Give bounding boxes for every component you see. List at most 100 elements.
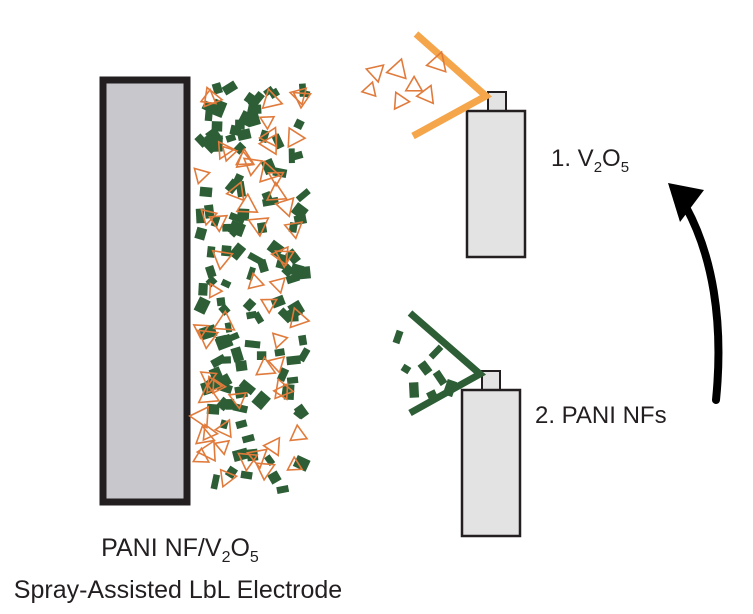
pani-particle [289,263,305,278]
pani-particle [293,118,305,131]
pani-particle [205,275,218,288]
pani-particle [281,263,295,278]
v2o5-particle [385,57,407,80]
pani-particle [442,378,458,398]
v2o5-particle [194,424,216,445]
v2o5-particle [211,249,234,271]
v2o5-particle [267,171,285,188]
v2o5-particle [286,455,304,471]
pani-particle [286,355,301,366]
v2o5-particle [258,115,276,131]
v2o5-particle [393,90,412,111]
pani-particle [252,311,265,325]
pani-particle [428,344,444,360]
pani-particle [216,297,226,307]
v2o5-particle [235,149,256,169]
caption-line1: PANI NF/V2O5 [101,534,259,566]
pani-particle [292,455,311,472]
pani-particle [227,219,247,238]
step1-label: 1. V2O5 [551,145,629,176]
pani-particle [417,360,433,376]
v2o5-particle [283,221,304,240]
v2o5-particle [197,329,220,350]
v2o5-particle [289,306,311,329]
v2o5-particle [221,145,239,163]
v2o5-particle [247,271,266,290]
v2o5-particle [245,448,269,470]
v2o5-particle [202,423,220,442]
pani-particle [276,367,290,383]
v2o5-particle [364,64,385,84]
pani-particle [286,304,304,320]
pani-particle [221,80,239,96]
v2o5-particle [258,126,278,148]
pani-particle [204,110,213,122]
v2o5-particle [217,140,236,161]
pani-particle [211,82,224,95]
spray-nozzle-1 [487,91,507,113]
pani-particle [400,363,412,375]
pani-particle [241,433,255,444]
pani-particle [199,186,213,198]
spray-can-body-1 [465,109,527,259]
v2o5-particle [272,382,289,401]
v2o5-particle [213,439,231,456]
pani-particle [235,419,248,430]
pani-particle [220,278,232,289]
pani-particle [247,251,264,266]
v2o5-particle [188,405,210,430]
pani-particle [286,376,299,385]
v2o5-particle [197,382,221,404]
pani-particle [228,242,247,261]
v2o5-particle [212,309,236,331]
pani-particle [392,329,404,345]
pani-particle [230,346,245,363]
caption-line2: Spray-Assisted LbL Electrode [14,576,342,604]
pani-particle [235,360,248,372]
v2o5-particle [289,423,309,442]
v2o5-particle [227,391,248,411]
pani-particle [210,354,227,369]
spray-can-pani-icon [460,370,522,538]
step2-label: 2. PANI NFs [535,402,667,429]
pani-particle [289,150,304,162]
pani-particle [274,348,286,357]
deposited-film [188,80,313,494]
v2o5-particle [212,377,228,395]
pani-particle [194,133,209,148]
v2o5-particle [287,126,307,149]
pani-particle [238,379,257,396]
v2o5-particle [192,324,210,340]
pani-particle [218,303,231,316]
pani-particle [225,133,237,143]
pani-particle [210,135,223,149]
pani-particle [295,188,311,203]
pani-particle [225,331,240,343]
pani-particle [298,334,308,346]
pani-particle [194,226,208,241]
pani-particle [231,447,250,462]
pani-particle [297,347,311,363]
v2o5-particle [274,250,296,269]
v2o5-particle [247,217,270,238]
pani-particle [201,100,218,115]
pani-particle [228,211,246,225]
pani-particle [268,87,281,100]
v2o5-particle [208,282,224,300]
v2o5-particle [259,298,279,315]
pani-particle [266,239,285,258]
pani-particle [293,403,310,420]
v2o5-particle [191,446,211,463]
v2o5-particle [199,88,218,105]
v2o5-particle [271,332,289,350]
v2o5-particle [266,355,286,375]
v2o5-particle [274,196,295,218]
pani-particle [198,282,208,296]
pani-particle [215,334,228,344]
v2o5-particle [360,80,377,98]
v2o5-particle [219,468,239,489]
v2o5-particle [261,87,284,110]
pani-particle [224,465,239,480]
v2o5-particle [404,74,424,92]
v2o5-particle [206,375,224,394]
